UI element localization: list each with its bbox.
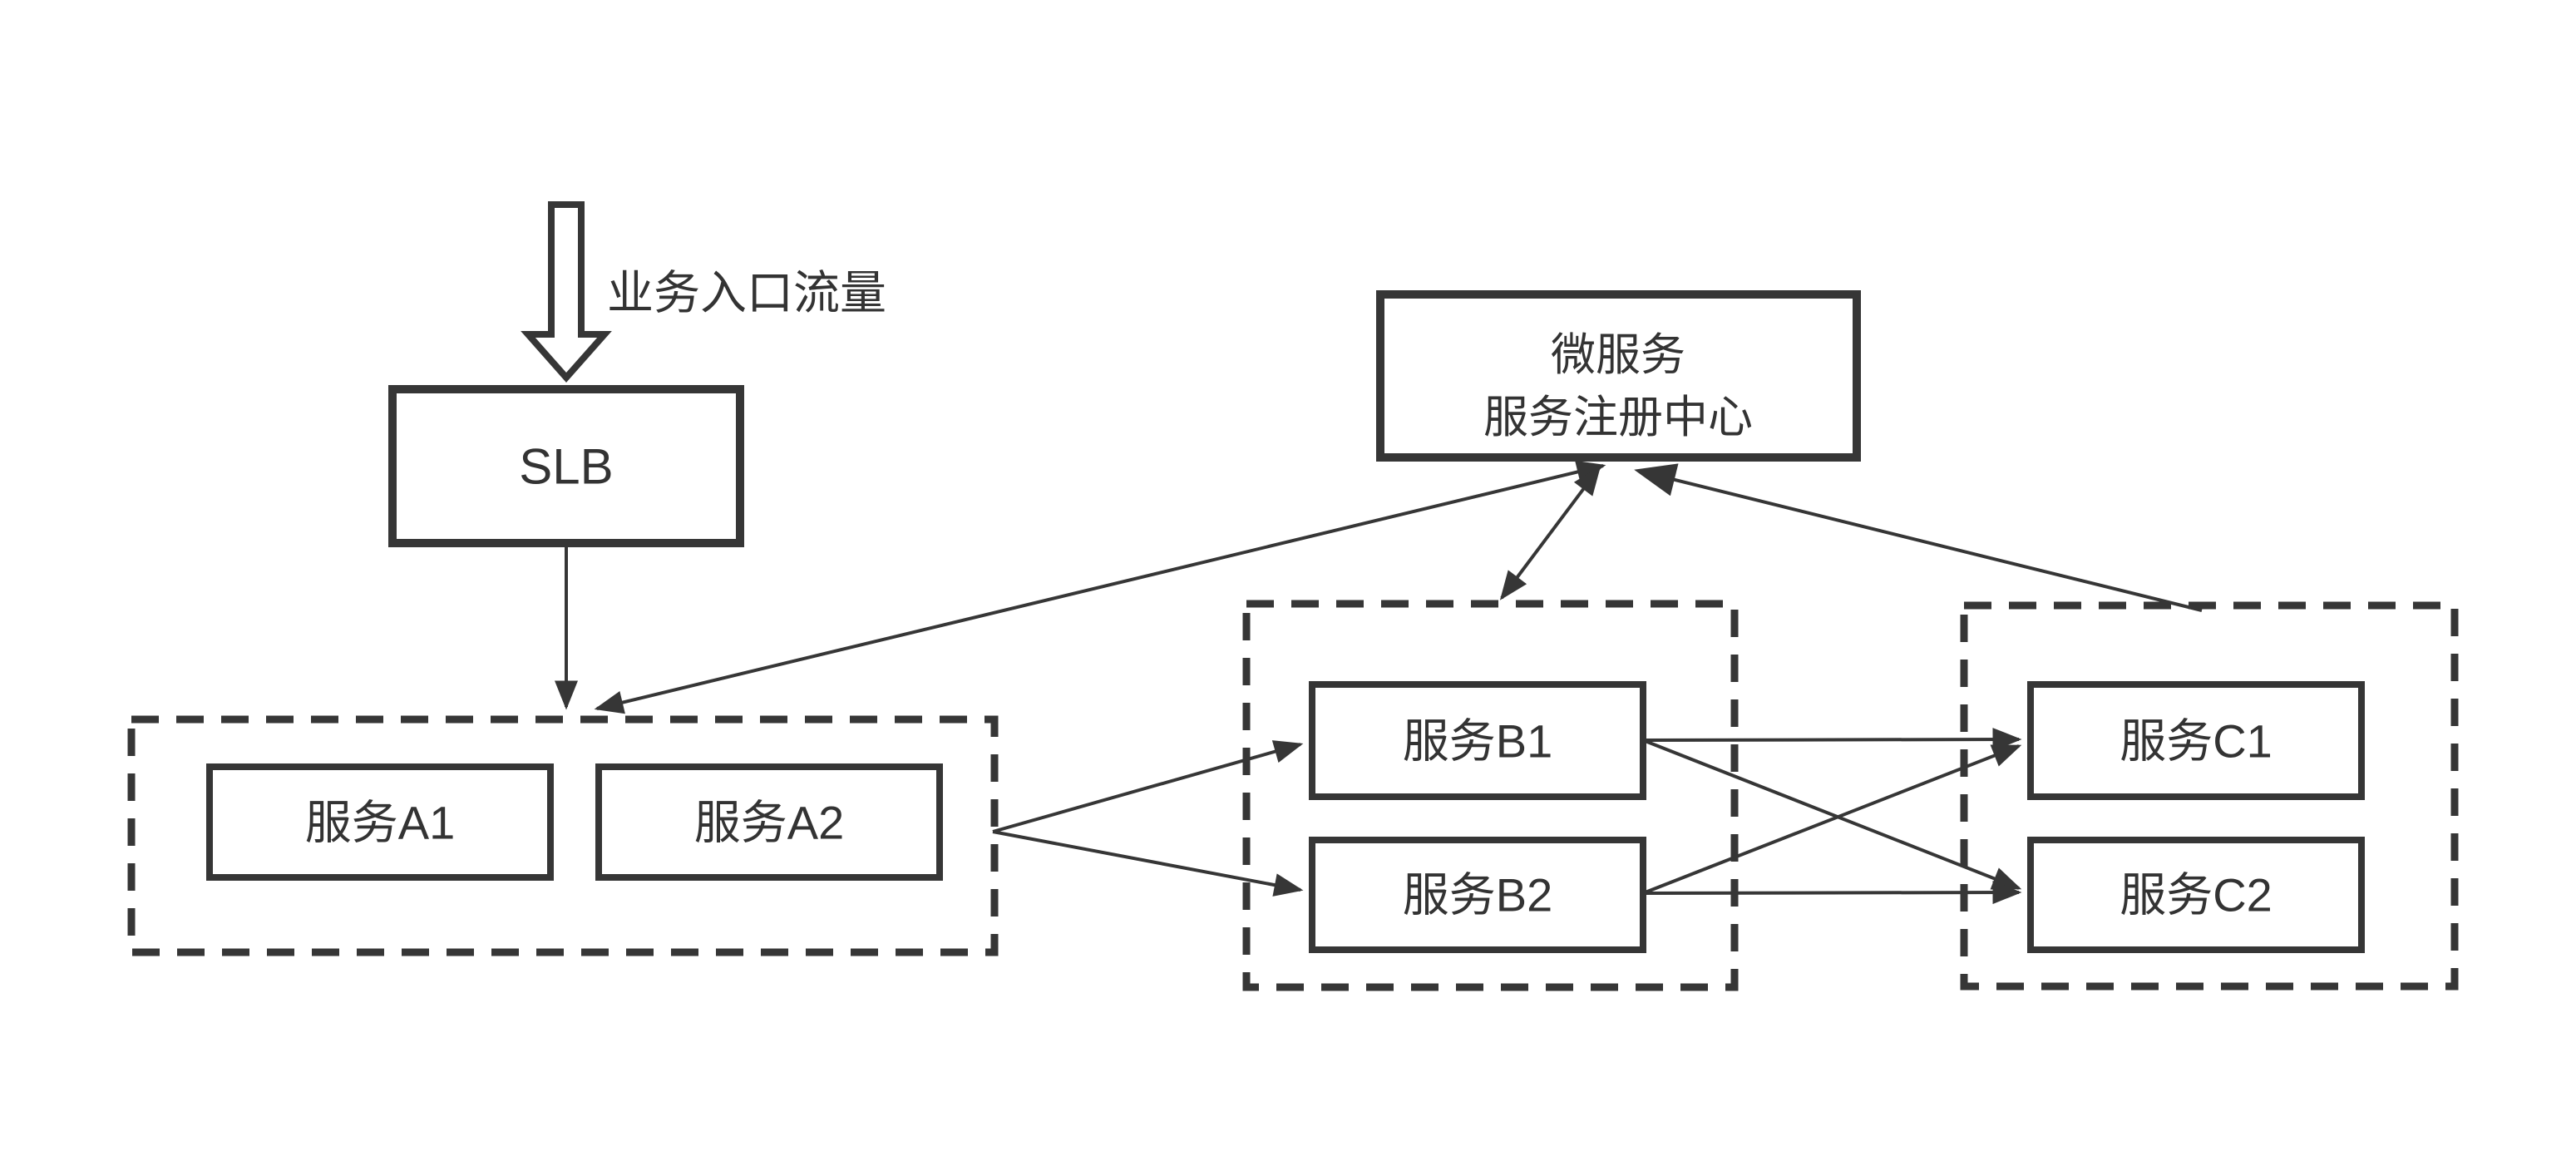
group-c-boundary — [1960, 601, 2459, 991]
edge-service-b2-to-service-c2 — [1642, 881, 2022, 905]
node-slb — [388, 385, 744, 547]
node-service-a1-label: 服务A1 — [305, 797, 456, 849]
node-service-b2 — [1309, 837, 1646, 953]
node-service-b1 — [1309, 681, 1646, 800]
edge-group-a-to-service-b2 — [992, 830, 1304, 897]
node-service-c2 — [2027, 837, 2365, 953]
node-service-b1-label: 服务B1 — [1403, 715, 1553, 768]
edge-service-b1-to-service-c1 — [1642, 728, 2022, 752]
node-service-a1 — [206, 763, 554, 881]
edge-group-a-to-service-b1 — [992, 740, 1304, 833]
edge-group-b-registry-bidirectional — [1499, 466, 1601, 600]
edge-group-c-to-registry — [1634, 463, 2203, 612]
group-b-boundary — [1242, 600, 1739, 991]
node-service-c1-label: 服务C1 — [2120, 715, 2273, 768]
node-slb-label: SLB — [519, 439, 613, 495]
edge-group-a-registry-bidirectional — [594, 460, 1606, 714]
edge-service-b2-to-service-c1 — [1642, 744, 2022, 895]
node-registry — [1376, 290, 1861, 462]
traffic-label: 业务入口流量 — [607, 267, 886, 319]
node-service-a2 — [595, 763, 943, 881]
group-a-boundary — [127, 715, 999, 956]
business-traffic-down-arrow-icon — [521, 201, 612, 383]
node-service-a2-label: 服务A2 — [694, 797, 845, 849]
edge-service-b1-to-service-c2 — [1642, 739, 2022, 890]
node-registry-label-line1: 微服务 — [1551, 330, 1685, 380]
node-service-b2-label: 服务B2 — [1403, 869, 1553, 921]
node-service-c1 — [2027, 681, 2365, 800]
node-service-c2-label: 服务C2 — [2120, 869, 2273, 921]
node-registry-label-line2: 服务注册中心 — [1483, 393, 1753, 442]
